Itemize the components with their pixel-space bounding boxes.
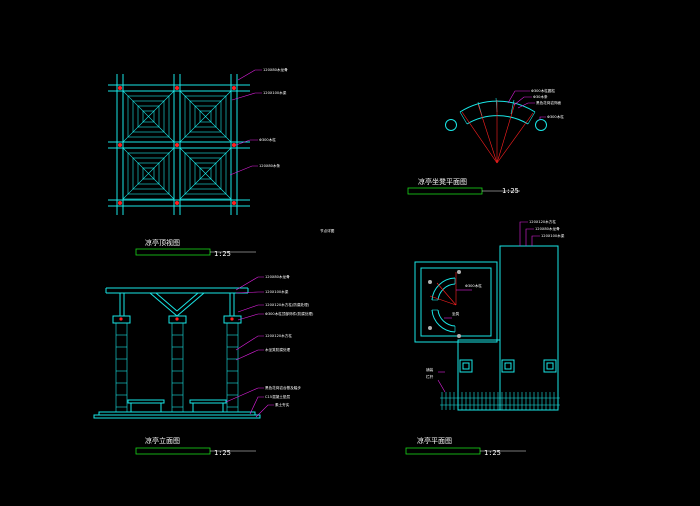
roof-cell-ring	[122, 90, 175, 143]
elev-note-8: C15混凝土垫层	[265, 394, 290, 399]
fan-title: 凉亭坐凳平面图	[418, 177, 467, 186]
roof-cell-ring	[127, 95, 170, 138]
elev-note-5: 120X120木方柱	[265, 333, 292, 338]
plan-note-3: 120X100木梁	[541, 233, 565, 238]
plan-note-4: Φ300木柱	[465, 283, 482, 288]
plan-title: 凉亭平面图	[417, 436, 452, 445]
plan-note-2: 120X80木龙骨	[535, 226, 560, 231]
elevation-scale: 1:25	[214, 449, 231, 457]
roof-cell-ring	[137, 105, 160, 128]
plan-note-7: 栏杆	[426, 374, 434, 379]
roof-cell-ring	[127, 152, 170, 195]
elevation-title-block: 凉亭立面图 1:25	[135, 436, 256, 457]
roof-cell-ring	[194, 105, 217, 128]
plan-note-1: 120X120木方柱	[529, 219, 556, 224]
roof-cell-ring	[132, 157, 165, 190]
elev-note-3: 120X120木方柱(防腐处理)	[265, 302, 310, 307]
top-view-note-3: Φ300木柱	[259, 137, 276, 142]
roof-cell-ring	[132, 100, 165, 133]
roof-cell-ring	[142, 167, 155, 180]
fan-note-1: Φ300木柱圆柱	[531, 88, 555, 93]
roof-cell-ring	[184, 152, 227, 195]
roof-cell-ring	[179, 147, 232, 200]
roof-cell-ring	[194, 162, 217, 185]
roof-cell-ring	[199, 167, 212, 180]
roof-top-view: 120X80木龙骨 120X100木梁 Φ300木柱 120X80木条	[108, 67, 288, 215]
elevation-title: 凉亭立面图	[145, 436, 180, 445]
fan-note-4: Φ300木柱	[547, 114, 564, 119]
top-view-title-block: 凉亭顶视图 1:25	[135, 238, 256, 258]
roof-cell-diagonal	[122, 147, 175, 200]
roof-cell-ring	[199, 110, 212, 123]
elev-note-7: 黑色花岗岩台基及踏步	[265, 385, 301, 390]
elev-note-9: 素土夯实	[275, 402, 290, 407]
top-view-title: 凉亭顶视图	[145, 238, 180, 247]
plan-scale: 1:25	[484, 449, 501, 457]
roof-cell-ring	[189, 100, 222, 133]
plan-note-5: 坐凳	[452, 311, 460, 316]
fan-title-block: 凉亭坐凳平面图 1:25	[407, 177, 520, 195]
plan-view: 120X120木方柱 120X80木龙骨 120X100木梁 Φ300木柱 坐凳…	[414, 219, 565, 411]
elev-note-6: 木坐凳防腐处理	[265, 347, 291, 352]
fan-scale: 1:25	[502, 187, 519, 195]
fan-note-3: 黑色花岗岩饰面	[536, 100, 562, 105]
roof-cell-ring	[189, 157, 222, 190]
fan-note-2: Φ30木条	[533, 94, 548, 99]
top-view-note-1: 120X80木龙骨	[263, 67, 288, 72]
plan-title-block: 凉亭平面图 1:25	[405, 436, 526, 457]
elev-note-1: 120X80木龙骨	[265, 274, 290, 279]
seat-fan-plan: Φ300木柱圆柱 Φ30木条 黑色花岗岩饰面 Φ300木柱	[445, 88, 564, 164]
roof-cell-ring	[137, 162, 160, 185]
section-label: 节点详图	[320, 228, 335, 233]
roof-cell-diagonal	[179, 147, 232, 200]
roof-cell-diagonal	[179, 90, 232, 143]
roof-cell-ring	[142, 110, 155, 123]
top-view-note-4: 120X80木条	[259, 163, 280, 168]
elev-note-4: Φ300木柱顶部饰件(防腐处理)	[265, 311, 314, 316]
roof-cell-ring	[179, 90, 232, 143]
roof-cell-ring	[122, 147, 175, 200]
roof-cell-diagonal	[122, 90, 175, 143]
top-view-note-2: 120X100木梁	[263, 90, 287, 95]
top-view-scale: 1:25	[214, 250, 231, 258]
plan-note-6: 铺装	[426, 367, 434, 372]
roof-cell-ring	[184, 95, 227, 138]
elev-note-2: 120X100木梁	[265, 289, 289, 294]
elevation-view: 120X80木龙骨 120X100木梁 120X120木方柱(防腐处理) Φ30…	[93, 274, 314, 419]
